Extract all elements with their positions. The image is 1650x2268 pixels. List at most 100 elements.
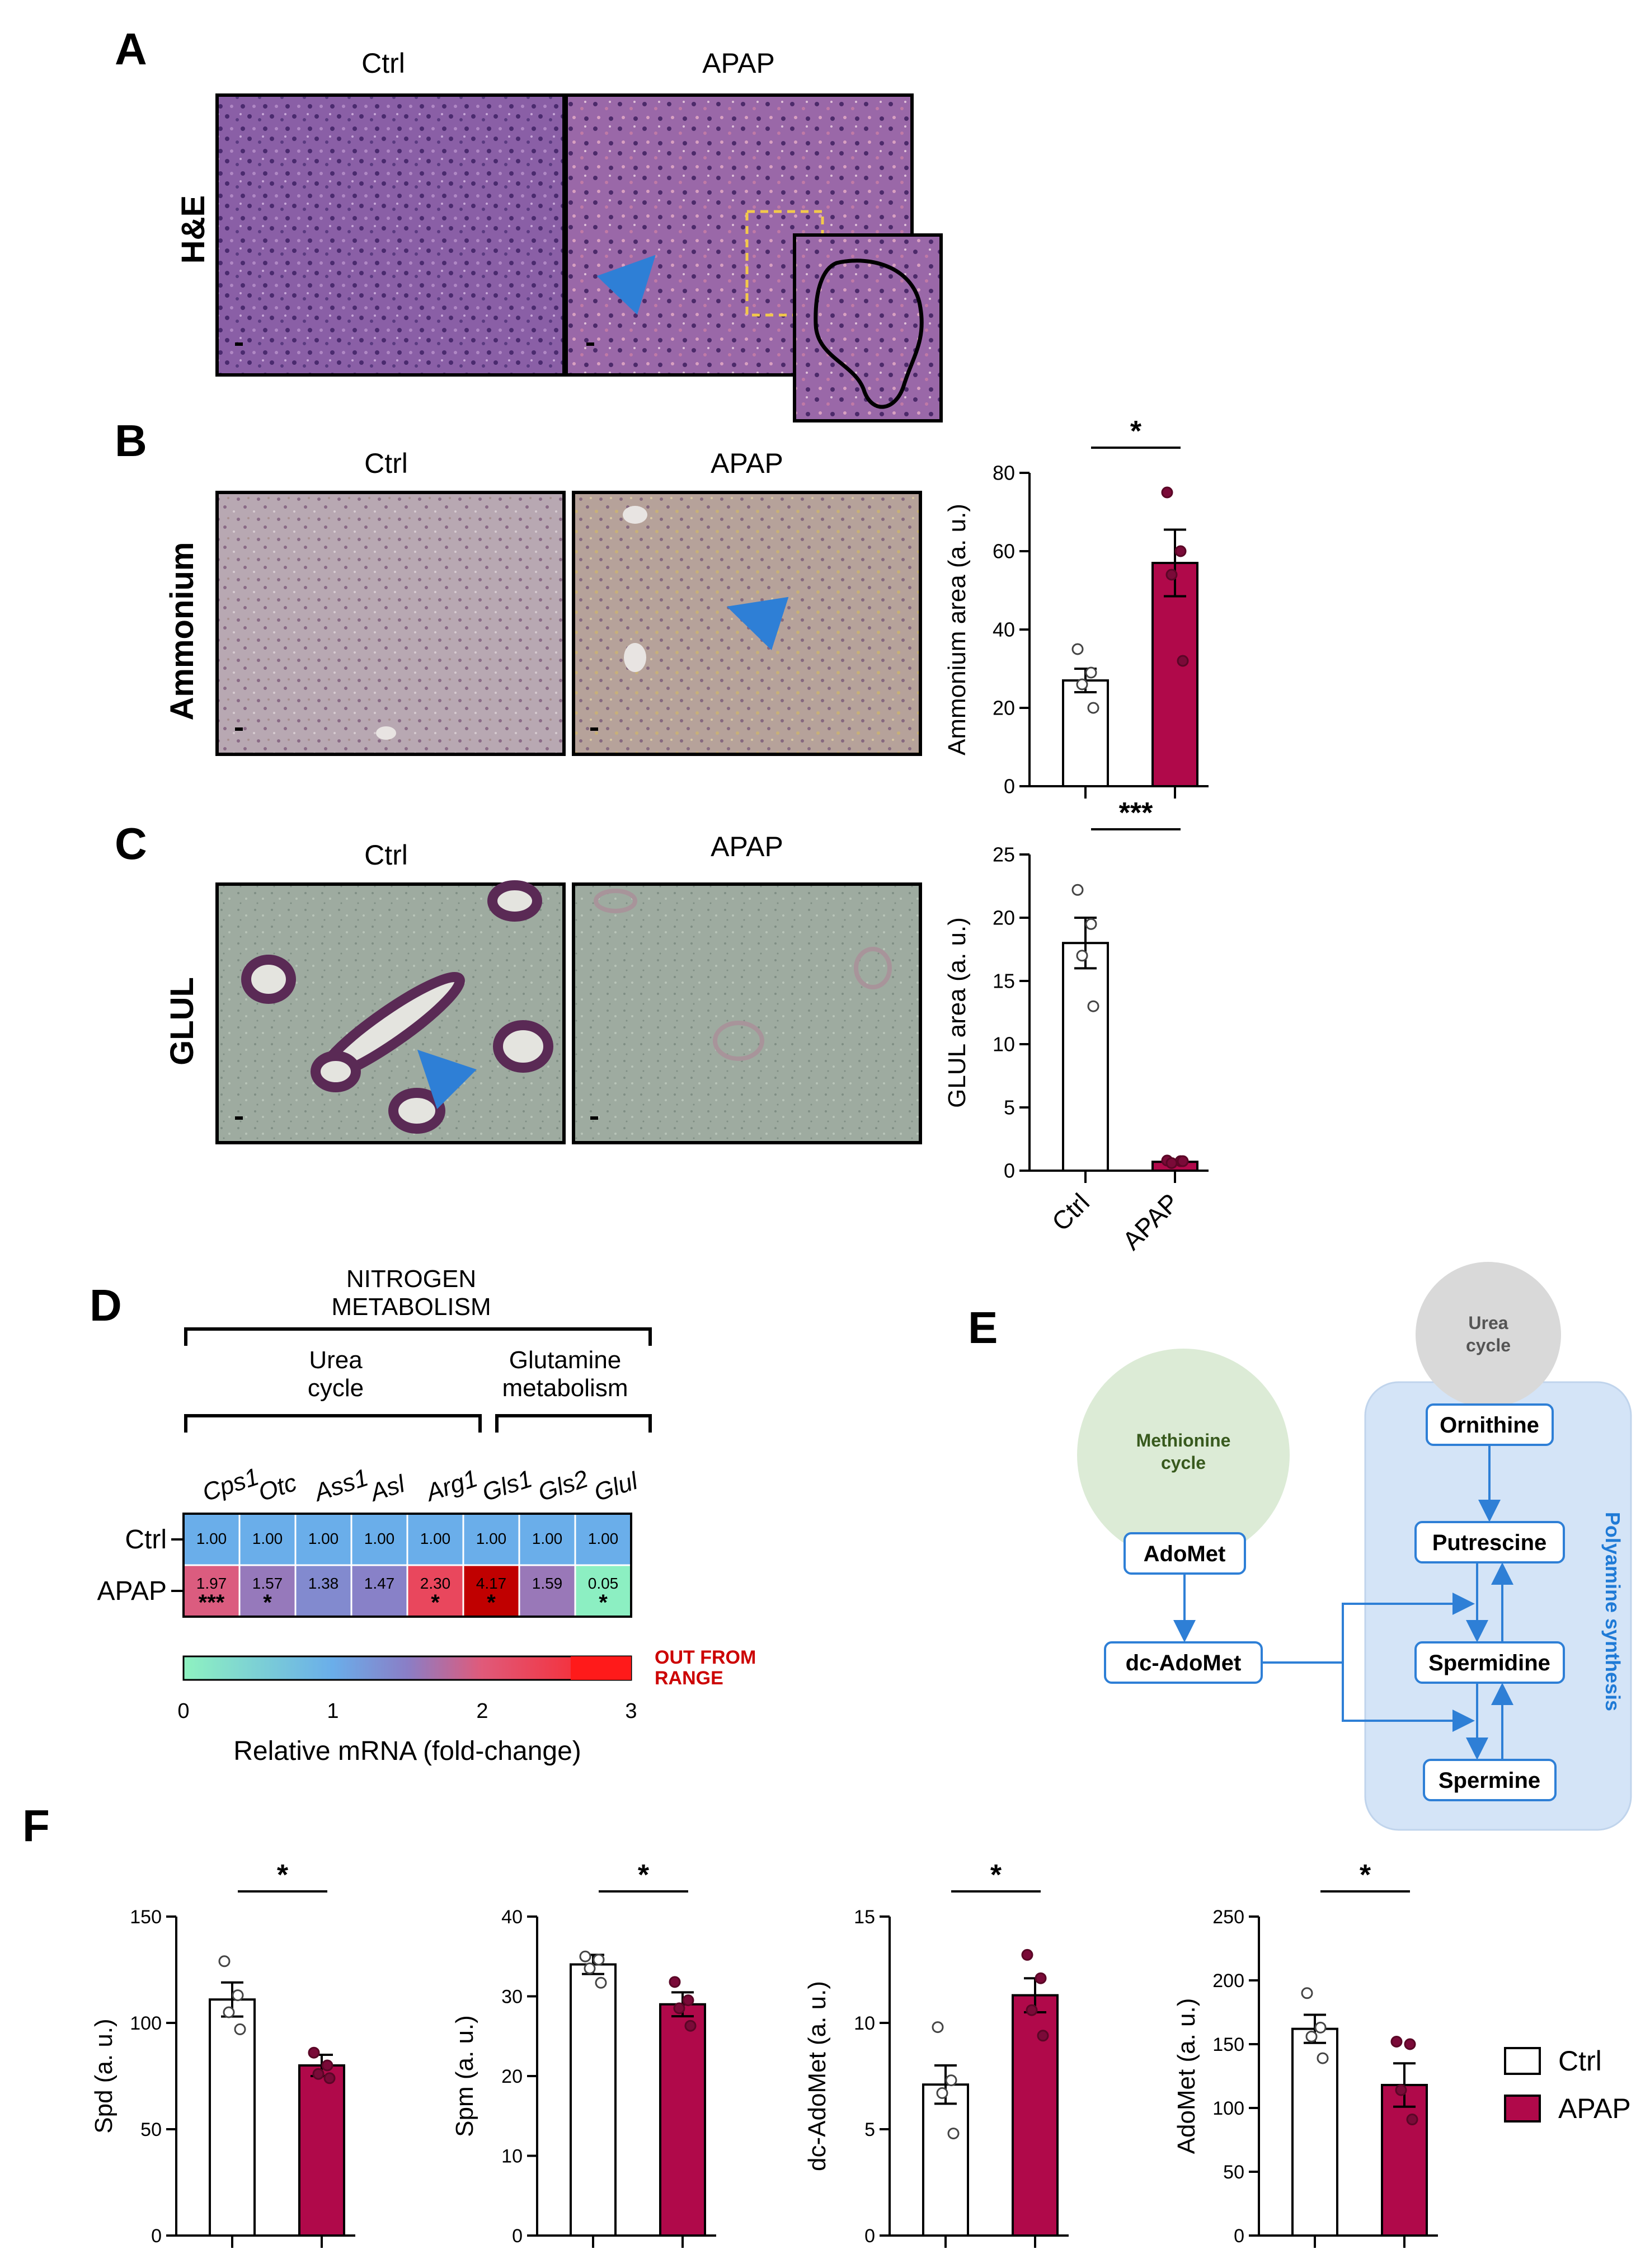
bar-ctrl [570,1963,617,2237]
arrow-dc-adomet-to-polyamines [1262,1593,1475,1664]
panel-a-row-label: H&E [175,195,211,264]
bar-ctrl [1062,679,1109,787]
y-tick-label: 60 [993,540,1015,563]
gene-label: Asl [365,1470,408,1508]
y-axis-label: Ammonium area (a. u.) [943,504,971,755]
y-axis-label: GLUL area (a. u.) [943,917,971,1108]
y-tick-label: 15 [854,1907,875,1928]
legend-swatch-apap [1504,2095,1541,2123]
color-scale-bar [182,1655,632,1681]
panel-b-row-label: Ammonium [164,542,200,721]
scale-tick-2: 2 [476,1699,488,1723]
heatmap-value: 1.38 [308,1575,339,1592]
micrograph-he-ctrl [215,93,566,377]
data-point [669,1976,681,1988]
urea-group-label-line2: cycle [308,1374,364,1402]
data-point [218,1955,231,1968]
methionine-circle-line1: Methionine [1136,1430,1231,1450]
panel-a-col-ctrl: Ctrl [361,48,405,79]
node-spermidine [1414,1641,1565,1684]
y-tick-label: 40 [501,1907,523,1928]
micrograph-glul-apap [572,882,922,1144]
heatmap-frame [182,1513,632,1618]
y-tick-label: 250 [1212,1907,1244,1928]
panel-d: NITROGEN METABOLISM Urea cycle Glutamine… [97,1265,756,1766]
heatmap-value: 1.47 [364,1575,395,1592]
data-point [1076,950,1088,962]
data-point [234,2023,246,2035]
panel-letter-e: E [968,1303,998,1353]
panel-e: Urea cycle Methionine cycle Ornithine Pu… [1077,1262,1632,1831]
significance-marker: *** [199,1590,225,1615]
data-point [1177,1155,1189,1167]
heatmap-value: 4.17 [476,1575,507,1592]
y-tick-label: 15 [993,970,1015,993]
y-axis-label: Spm (a. u.) [451,2015,478,2137]
data-point [593,1954,605,1966]
data-point [223,2006,235,2018]
y-tick-label: 0 [864,2225,875,2247]
data-point [584,1962,596,1975]
significance-marker: * [599,1590,608,1615]
legend-swatch-ctrl [1504,2047,1541,2075]
panel-b-col-apap: APAP [711,448,783,479]
significance-marker: *** [1119,797,1153,829]
node-putrescine [1414,1521,1565,1563]
significance-marker: * [277,1859,289,1891]
panel-c: Ctrl APAP GLUL [164,831,922,1144]
data-point [595,1976,607,1989]
bar-apap [1151,562,1198,787]
data-point [1085,666,1097,679]
significance-marker: * [1360,1859,1371,1891]
data-point [945,2074,957,2087]
data-point [1301,1987,1313,1999]
data-point [1087,702,1099,714]
vessel [624,643,646,672]
data-point [1021,1948,1033,1961]
scale-tick-1: 1 [327,1699,339,1723]
data-point [1071,643,1084,655]
heatmap-value: 1.00 [532,1530,563,1547]
y-tick-label: 0 [512,2225,523,2247]
data-point [1174,545,1187,557]
heatmap-cell [518,1513,576,1566]
scale-bar [590,1116,598,1120]
data-point [232,1989,244,2002]
data-point [1037,2030,1049,2042]
data-point [323,2072,336,2084]
data-point [673,2002,685,2015]
heatmap-value: 1.00 [308,1530,339,1547]
y-tick-label: 10 [501,2145,523,2167]
necrotic-outline [814,259,924,409]
heatmap-value: 1.00 [196,1530,227,1547]
data-point [1026,2004,1038,2016]
y-tick-label: 40 [993,618,1015,641]
gene-label: Glul [591,1467,642,1506]
nitrogen-header-line1: NITROGEN [346,1265,476,1293]
gene-label: Cps1 [199,1463,262,1506]
data-point [947,2128,960,2140]
node-spermine [1423,1759,1557,1801]
scale-tick-3: 3 [625,1699,637,1723]
data-point [1076,678,1088,691]
heatmap-cell [182,1564,241,1618]
inset-frame [793,233,943,422]
heatmap-value: 1.00 [588,1530,619,1547]
data-point [1406,2114,1418,2126]
y-tick-label: 100 [1212,2098,1244,2119]
data-point [1161,486,1173,499]
bar-ctrl [1062,942,1109,1172]
data-point [1165,569,1178,581]
heatmap: Cps11.001.97***Otc1.001.57*Ass11.001.38A… [97,1463,642,1618]
data-point [1305,2030,1318,2042]
urea-group-label-line1: Urea [309,1346,363,1374]
panel-c-col-apap: APAP [711,831,783,862]
scale-bar [586,342,594,346]
data-point [1165,1157,1178,1169]
out-of-range-label-line1: OUT FROM [655,1647,756,1668]
